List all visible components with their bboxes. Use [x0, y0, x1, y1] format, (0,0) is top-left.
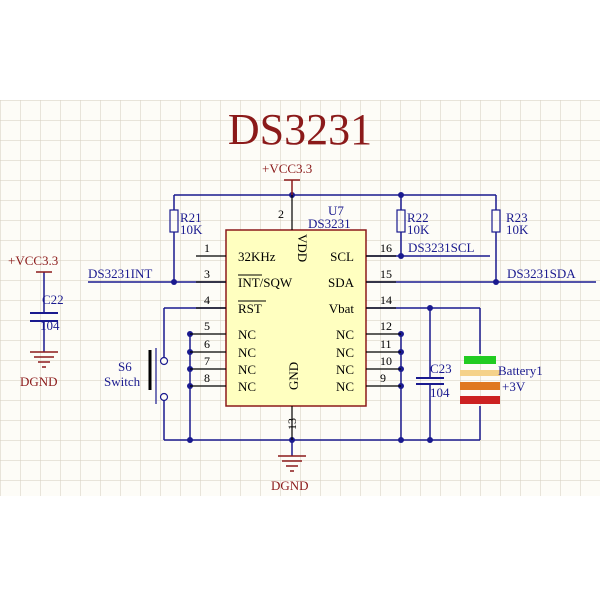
switch-s6: S6 Switch: [104, 348, 169, 404]
battery-ref: Battery1: [498, 363, 543, 378]
pin-name: NC: [238, 379, 256, 394]
vcc-top-label: +VCC3.3: [262, 161, 312, 176]
battery-band-tan: [460, 370, 500, 376]
c22-value: 104: [40, 318, 60, 333]
battery-voltage: +3V: [502, 379, 526, 394]
pin-name: NC: [336, 345, 354, 360]
resistor-r21: R21 10K: [169, 209, 203, 237]
chip-body: [225, 229, 367, 407]
r23-value: 10K: [506, 222, 529, 237]
pin-name: SCL: [330, 249, 354, 264]
resistor-r23: R23 10K: [491, 209, 529, 237]
pin-number: 15: [380, 267, 392, 281]
vcc-left-label: +VCC3.3: [8, 253, 58, 268]
pin-number: 10: [380, 354, 392, 368]
c23-ref: C23: [430, 361, 452, 376]
r21-ref: R21: [180, 210, 202, 225]
c23-value: 104: [430, 385, 450, 400]
junction-dot: [427, 437, 433, 443]
junction-dot: [398, 253, 404, 259]
junction-dot: [187, 437, 193, 443]
pin-number: 6: [204, 337, 210, 351]
pin-number: 16: [380, 241, 392, 255]
pin-number: 8: [204, 371, 210, 385]
pin-name: NC: [336, 362, 354, 377]
pin-name: NC: [238, 345, 256, 360]
chip-part: DS3231: [308, 216, 351, 231]
r23-ref: R23: [506, 210, 528, 225]
chip-ref: U7: [328, 203, 344, 218]
pin-name: NC: [336, 379, 354, 394]
chip-u7: 1 3 4 5 6 7 8 32KHz INT/SQW RST NC NC NC…: [190, 195, 401, 440]
pin-name: NC: [238, 327, 256, 342]
resistor-r22: R22 10K: [396, 209, 430, 237]
capacitor-c22: +VCC3.3 C22 104 DGND: [8, 253, 64, 389]
vcc-top-symbol: +VCC3.3: [262, 161, 312, 195]
pin-number: 2: [278, 207, 284, 221]
pin-name: VDD: [295, 234, 310, 262]
pin-number: 14: [380, 293, 392, 307]
r21-value: 10K: [180, 222, 203, 237]
pin-name: 32KHz: [238, 249, 276, 264]
diagram-title: DS3231: [228, 105, 372, 154]
junction-dot: [171, 279, 177, 285]
net-label-int: DS3231INT: [88, 266, 152, 281]
net-label-scl: DS3231SCL: [408, 240, 475, 255]
pin-number: 9: [380, 371, 386, 385]
pin-name: RST: [238, 301, 262, 316]
switch-ref: S6: [118, 359, 132, 374]
pin-number: 12: [380, 319, 392, 333]
pin-name: Vbat: [329, 301, 355, 316]
battery-band-orange: [460, 382, 500, 390]
junction-dot: [398, 192, 404, 198]
ground-bottom-icon: [278, 455, 306, 472]
r22-ref: R22: [407, 210, 429, 225]
junction-dot: [493, 279, 499, 285]
pin-number: 13: [285, 418, 299, 430]
pin-number: 4: [204, 293, 210, 307]
switch-type: Switch: [104, 374, 141, 389]
junction-dot: [427, 305, 433, 311]
gnd-left-label: DGND: [20, 374, 58, 389]
ground-left-icon: [30, 351, 58, 368]
battery-band-red: [460, 396, 500, 404]
pin-number: 1: [204, 241, 210, 255]
pin-name: NC: [336, 327, 354, 342]
c22-ref: C22: [42, 292, 64, 307]
pin-number: 7: [204, 354, 210, 368]
pin-name: NC: [238, 362, 256, 377]
battery-band-green: [464, 356, 496, 364]
net-label-sda: DS3231SDA: [507, 266, 576, 281]
battery-1: Battery1 +3V: [460, 356, 543, 404]
junction-dot: [398, 437, 404, 443]
pin-name: INT/SQW: [238, 275, 293, 290]
r22-value: 10K: [407, 222, 430, 237]
pin-name: GND: [286, 362, 301, 390]
pin-name: SDA: [328, 275, 355, 290]
gnd-bottom-label: DGND: [271, 478, 309, 493]
pin-number: 3: [204, 267, 210, 281]
capacitor-c23: C23 104: [416, 361, 452, 400]
pin-number: 11: [380, 337, 392, 351]
pin-number: 5: [204, 319, 210, 333]
